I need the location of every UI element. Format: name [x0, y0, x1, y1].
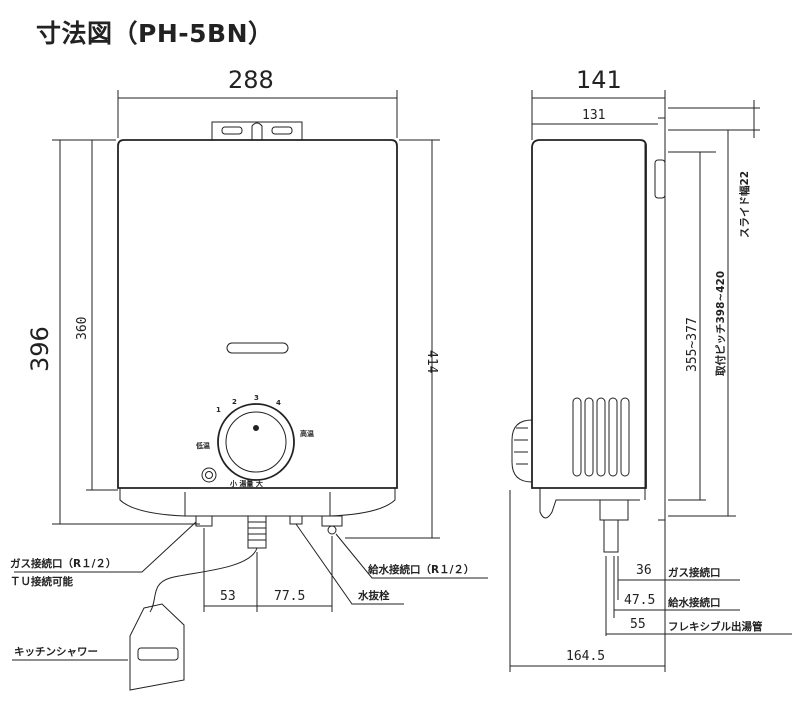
ignition-knob[interactable]	[201, 467, 217, 483]
dial-label-1: 1	[216, 406, 221, 414]
dim-offset-77-5: 77.5	[274, 589, 305, 604]
kitchen-shower-label: キッチンシャワー	[14, 646, 98, 658]
dim-height-396: 396	[26, 326, 54, 372]
bracket-slot-left	[221, 126, 243, 135]
dim-height-360: 360	[75, 317, 90, 340]
water-inlet-fitting	[321, 515, 343, 527]
side-dial-knob	[511, 419, 533, 483]
heater-body-side	[531, 139, 647, 489]
dim-offset-53: 53	[220, 589, 236, 604]
gas-port-label: ガス接続口	[668, 566, 721, 579]
side-fittings	[599, 500, 629, 521]
bracket-hook	[251, 122, 263, 140]
dim-width-131: 131	[582, 108, 605, 123]
bottom-cover	[119, 487, 396, 517]
gas-inlet-leader	[14, 521, 197, 573]
water-inlet-label: 給水接続口（R１/２）	[368, 563, 474, 576]
dial-label-3: 3	[254, 394, 259, 402]
side-view: 141 131 スライド幅22 355~377 取付ピッチ398~420 36 …	[509, 66, 792, 672]
front-view: 1 2 3 4 低温 高温 小 湯量 大 288 396 360 414	[10, 66, 488, 691]
tu-connect-label: ＴＵ接続可能	[10, 575, 73, 588]
wall-bracket	[658, 117, 666, 521]
side-outlet-pipe	[603, 520, 619, 553]
water-port-label: 給水接続口	[668, 596, 721, 609]
dial-label-4: 4	[276, 399, 281, 407]
dim-width-288: 288	[228, 66, 274, 94]
dim-47-5: 47.5	[624, 593, 655, 608]
temperature-dial[interactable]	[225, 411, 287, 473]
outlet-pipe	[247, 516, 267, 549]
top-bracket	[211, 121, 303, 140]
flex-outlet-label: フレキシブル出湯管	[668, 620, 763, 633]
dial-indicator	[253, 425, 259, 431]
drain-plug-fitting	[289, 515, 303, 525]
dim-36: 36	[636, 563, 652, 578]
dial-low-label: 低温	[195, 441, 210, 450]
heater-body-front	[117, 139, 398, 489]
bracket-slot-right	[271, 126, 293, 135]
dial-label-2: 2	[232, 398, 237, 406]
dial-high-label: 高温	[300, 429, 314, 438]
drain-plug-leader	[295, 523, 404, 605]
drain-plug-label: 水抜栓	[357, 589, 390, 602]
page-title: 寸法図（PH-5BN）	[36, 19, 274, 48]
dim-width-141: 141	[576, 66, 622, 94]
slide-width-label: スライド幅22	[738, 171, 751, 238]
temperature-dial-outer	[217, 403, 295, 481]
flame-window	[226, 342, 289, 354]
side-bottom-cover	[539, 488, 640, 519]
gas-inlet-label: ガス接続口（R１/２）	[10, 557, 116, 570]
kitchen-shower-head	[129, 603, 185, 691]
shower-hose	[149, 547, 258, 613]
dim-355-377: 355~377	[685, 317, 700, 372]
gas-inlet-fitting	[195, 515, 213, 527]
dim-164-5: 164.5	[566, 649, 605, 664]
dim-55: 55	[630, 617, 646, 632]
dim-height-414: 414	[424, 350, 439, 374]
pitch-label: 取付ピッチ398~420	[714, 271, 727, 376]
water-inlet-leader	[335, 533, 488, 579]
dial-flow-label: 小 湯量 大	[229, 479, 263, 488]
